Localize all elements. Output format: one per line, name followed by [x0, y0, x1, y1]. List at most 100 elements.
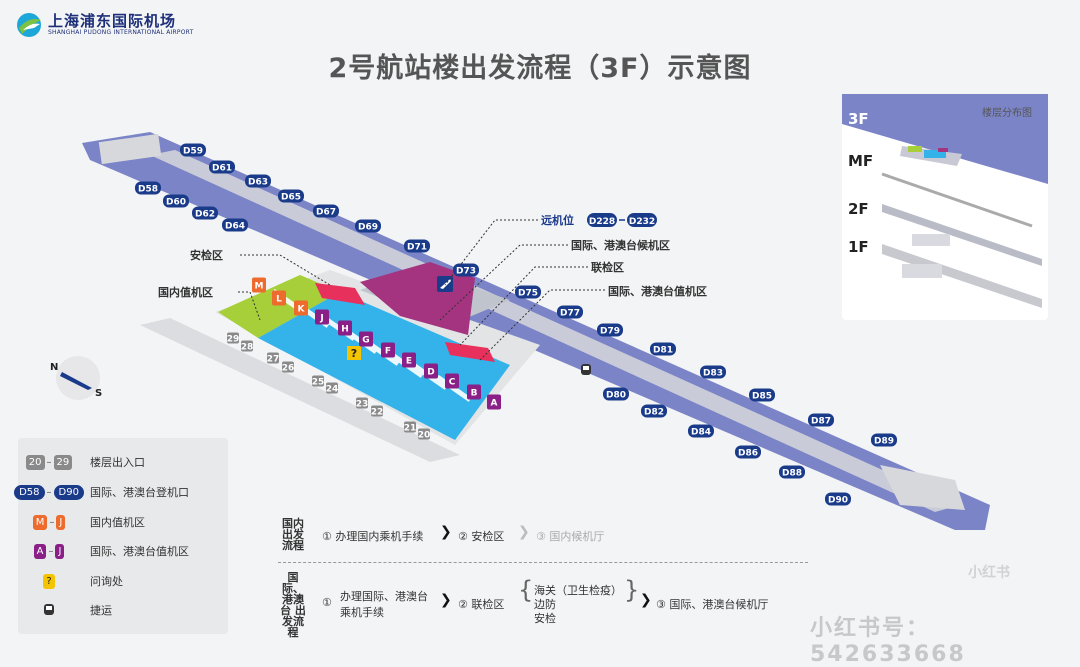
gate-badge-d59: D59	[180, 143, 206, 157]
flow-intl-step-1-line-1: 办理国际、港澳台	[340, 590, 428, 603]
compass: N S	[50, 356, 102, 400]
gate-badge-d88: D88	[779, 465, 805, 479]
gate-badge-d90: D90	[825, 492, 851, 506]
entrance-25: 25	[312, 375, 324, 388]
pier-end-south	[880, 465, 965, 510]
compass-south-label: S	[95, 388, 102, 399]
remote-stand-badge-to: D232	[627, 213, 657, 227]
entrance-23-label: 23	[356, 400, 369, 410]
entrance-26-label: 26	[282, 364, 295, 374]
counter-b: B	[467, 384, 481, 400]
callout-remote-stand: 远机位	[541, 213, 574, 227]
flow-divider	[278, 562, 808, 563]
legend-info-label: 问询处	[90, 575, 123, 588]
legend-row-gates: D58 – D90 国际、港澳台登机口	[14, 482, 189, 502]
gate-badge-d71-label: D71	[407, 243, 427, 253]
counter-d-label: D	[427, 368, 434, 378]
gate-badge-d75-label: D75	[518, 289, 538, 299]
legend-row-international: A – J 国际、港澳台值机区	[18, 541, 189, 561]
legend-entrance-label: 楼层出入口	[90, 456, 145, 469]
legend-dom-label: 国内值机区	[90, 516, 145, 529]
legend-intl-from: A	[33, 543, 47, 559]
watermark: 小红书号：542633668	[810, 616, 966, 667]
gate-badge-d89-label: D89	[874, 437, 894, 447]
gate-badge-d82-label: D82	[644, 408, 664, 418]
gate-badge-d84: D84	[688, 424, 714, 438]
counter-m-label: M	[255, 282, 264, 292]
gate-badge-d89: D89	[871, 433, 897, 447]
legend-row-info: ? 问询处	[18, 571, 123, 591]
floor-inset-title: 楼层分布图	[982, 106, 1032, 119]
flow-arrow-icon: ❯	[518, 524, 530, 540]
gate-badge-d73: D73	[453, 263, 479, 277]
legend-shuttle-label: 捷运	[90, 604, 112, 617]
legend-panel: 20 – 29 楼层出入口 D58 – D90 国际、港澳台登机口 M – J …	[14, 438, 228, 634]
remote-stand-to: D232	[629, 217, 655, 227]
flow-intl-step-3: ③ 国际、港澳台候机厅	[656, 598, 769, 611]
counter-j: J	[315, 309, 329, 325]
gate-badge-d69-label: D69	[358, 223, 378, 233]
counter-j-label: J	[319, 314, 323, 324]
flow-intl-label-text: 国际、港澳台 出发流程	[280, 571, 306, 639]
callout-intl-waiting: 国际、港澳台候机区	[571, 238, 670, 252]
gate-badge-d81: D81	[650, 342, 676, 356]
flow-bracket-right: }	[624, 576, 640, 604]
gate-badge-d82: D82	[641, 404, 667, 418]
info-desk: ?	[347, 346, 361, 360]
flow-domestic-step-2: ② 安检区	[458, 530, 505, 543]
gate-badge-d85-label: D85	[752, 392, 772, 402]
entrance-29: 29	[227, 332, 239, 345]
counter-e-label: E	[406, 357, 412, 367]
flow-domestic-step-3: ③ 国内候机厅	[536, 530, 605, 543]
gate-badge-d77: D77	[557, 305, 583, 319]
gate-badge-d81-label: D81	[653, 346, 673, 356]
concourse-inner	[150, 150, 960, 512]
entrance-27-label: 27	[267, 355, 280, 365]
legend-row-domestic: M – J 国内值机区	[18, 512, 145, 532]
logo-chinese-name: 上海浦东国际机场	[48, 12, 177, 30]
flow-intl-label: 国际、港澳台 出发流程	[278, 572, 308, 638]
gate-badge-d71: D71	[404, 239, 430, 253]
security-zone-international	[445, 342, 495, 362]
flow-domestic-label: 国内 出发流程	[278, 518, 308, 551]
gate-badge-d80-label: D80	[606, 391, 626, 401]
floor-inset: 楼层分布图 3F MF 2F 1F	[842, 94, 1048, 320]
info-desk-symbol: ?	[351, 347, 357, 360]
counter-d: D	[424, 363, 438, 379]
counter-a: A	[487, 394, 501, 410]
gate-badge-d87: D87	[808, 413, 834, 427]
gate-badge-d63: D63	[245, 174, 271, 188]
legend-dom-from: M	[32, 514, 48, 530]
domestic-checkin-zone	[218, 275, 340, 338]
counter-g: G	[359, 331, 373, 347]
counter-f-label: F	[385, 347, 391, 357]
watermark-logo: 小红书	[968, 565, 1010, 581]
gate-badge-d85: D85	[749, 388, 775, 402]
entrance-23: 23	[356, 397, 369, 410]
gate-badge-d61: D61	[209, 160, 235, 174]
gate-badge-d65: D65	[278, 189, 304, 203]
legend-row-entrances: 20 – 29 楼层出入口	[18, 452, 145, 472]
flow-check-border: 边防	[534, 598, 556, 611]
flow-check-customs: 海关（卫生检疫）	[534, 584, 622, 597]
entrance-24: 24	[326, 382, 338, 395]
counter-l: L	[272, 290, 286, 306]
flow-intl-step-2: ② 联检区	[458, 598, 505, 611]
legend-gate-label: 国际、港澳台登机口	[90, 486, 189, 499]
pier-end-north	[98, 133, 162, 165]
flow-check-security: 安检	[534, 612, 556, 625]
departure-flow: 国内 出发流程 ① 办理国内乘机手续 ❯ ② 安检区 ❯ ③ 国内候机厅 国际、…	[278, 510, 808, 640]
international-checkin-zone	[258, 292, 510, 440]
callout-domestic-checkin: 国内值机区	[158, 285, 213, 299]
legend-entrance-from: 20	[25, 454, 45, 470]
gate-badge-d60: D60	[163, 194, 189, 208]
legend-dom-to: J	[56, 514, 66, 530]
counter-c-label: C	[449, 378, 456, 388]
legend-gate-to: D90	[53, 484, 84, 500]
counter-m: M	[252, 277, 266, 293]
flow-domestic-step-1: ① 办理国内乘机手续	[322, 530, 424, 543]
flow-intl-step-1-num: ①	[322, 596, 332, 609]
